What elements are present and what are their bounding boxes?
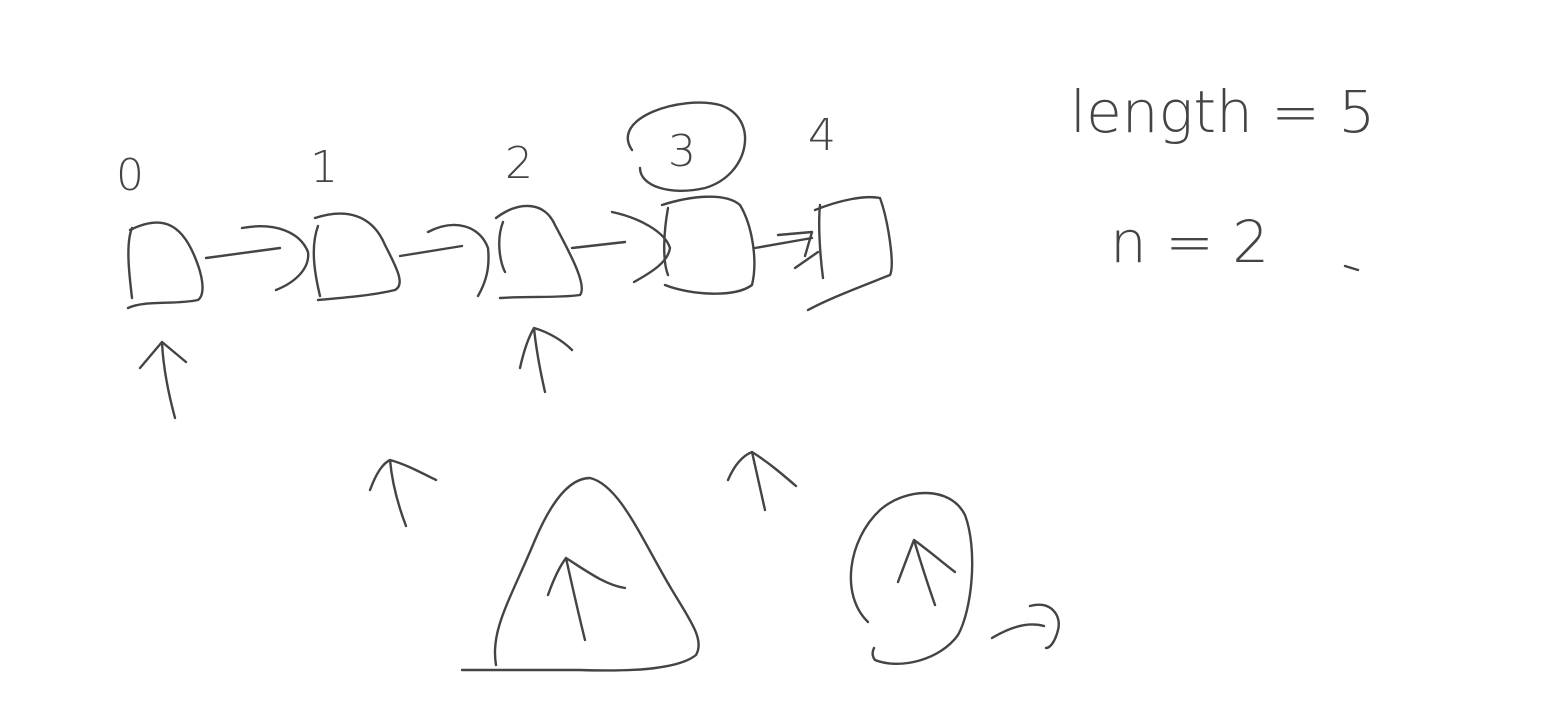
index-3-highlight-circle	[626, 101, 747, 192]
node-index-0: 0	[116, 150, 144, 201]
next-arrow-2-3	[570, 210, 672, 284]
next-arrow-3-4	[753, 230, 820, 270]
list-node-3	[660, 195, 756, 295]
pointer-arrow-lower-2	[726, 450, 798, 512]
list-node-2	[494, 204, 583, 300]
pointer-arrow-lower-1	[368, 458, 438, 528]
node-index-4: 4	[808, 110, 836, 161]
note-n: n = 2	[1110, 208, 1269, 276]
note-trailing-mark	[1343, 264, 1360, 272]
pointer-arrow-circled	[896, 538, 957, 607]
squiggle-mark	[990, 603, 1060, 650]
list-node-0	[126, 221, 204, 310]
node-index-1: 1	[310, 142, 338, 193]
node-index-3: 3	[668, 126, 696, 177]
note-length: length = 5	[1070, 78, 1375, 146]
pointer-arrow-node-2	[518, 326, 574, 394]
circled-pointer-outline	[849, 491, 974, 665]
list-node-4	[806, 195, 893, 312]
list-node-1	[312, 212, 401, 302]
mountain-outline	[460, 476, 700, 672]
next-arrow-0-1	[204, 225, 310, 292]
pointer-arrow-node-0	[138, 340, 188, 420]
pointer-arrow-mountain	[546, 556, 627, 642]
node-index-2: 2	[505, 138, 533, 189]
next-arrow-1-2	[398, 223, 490, 298]
